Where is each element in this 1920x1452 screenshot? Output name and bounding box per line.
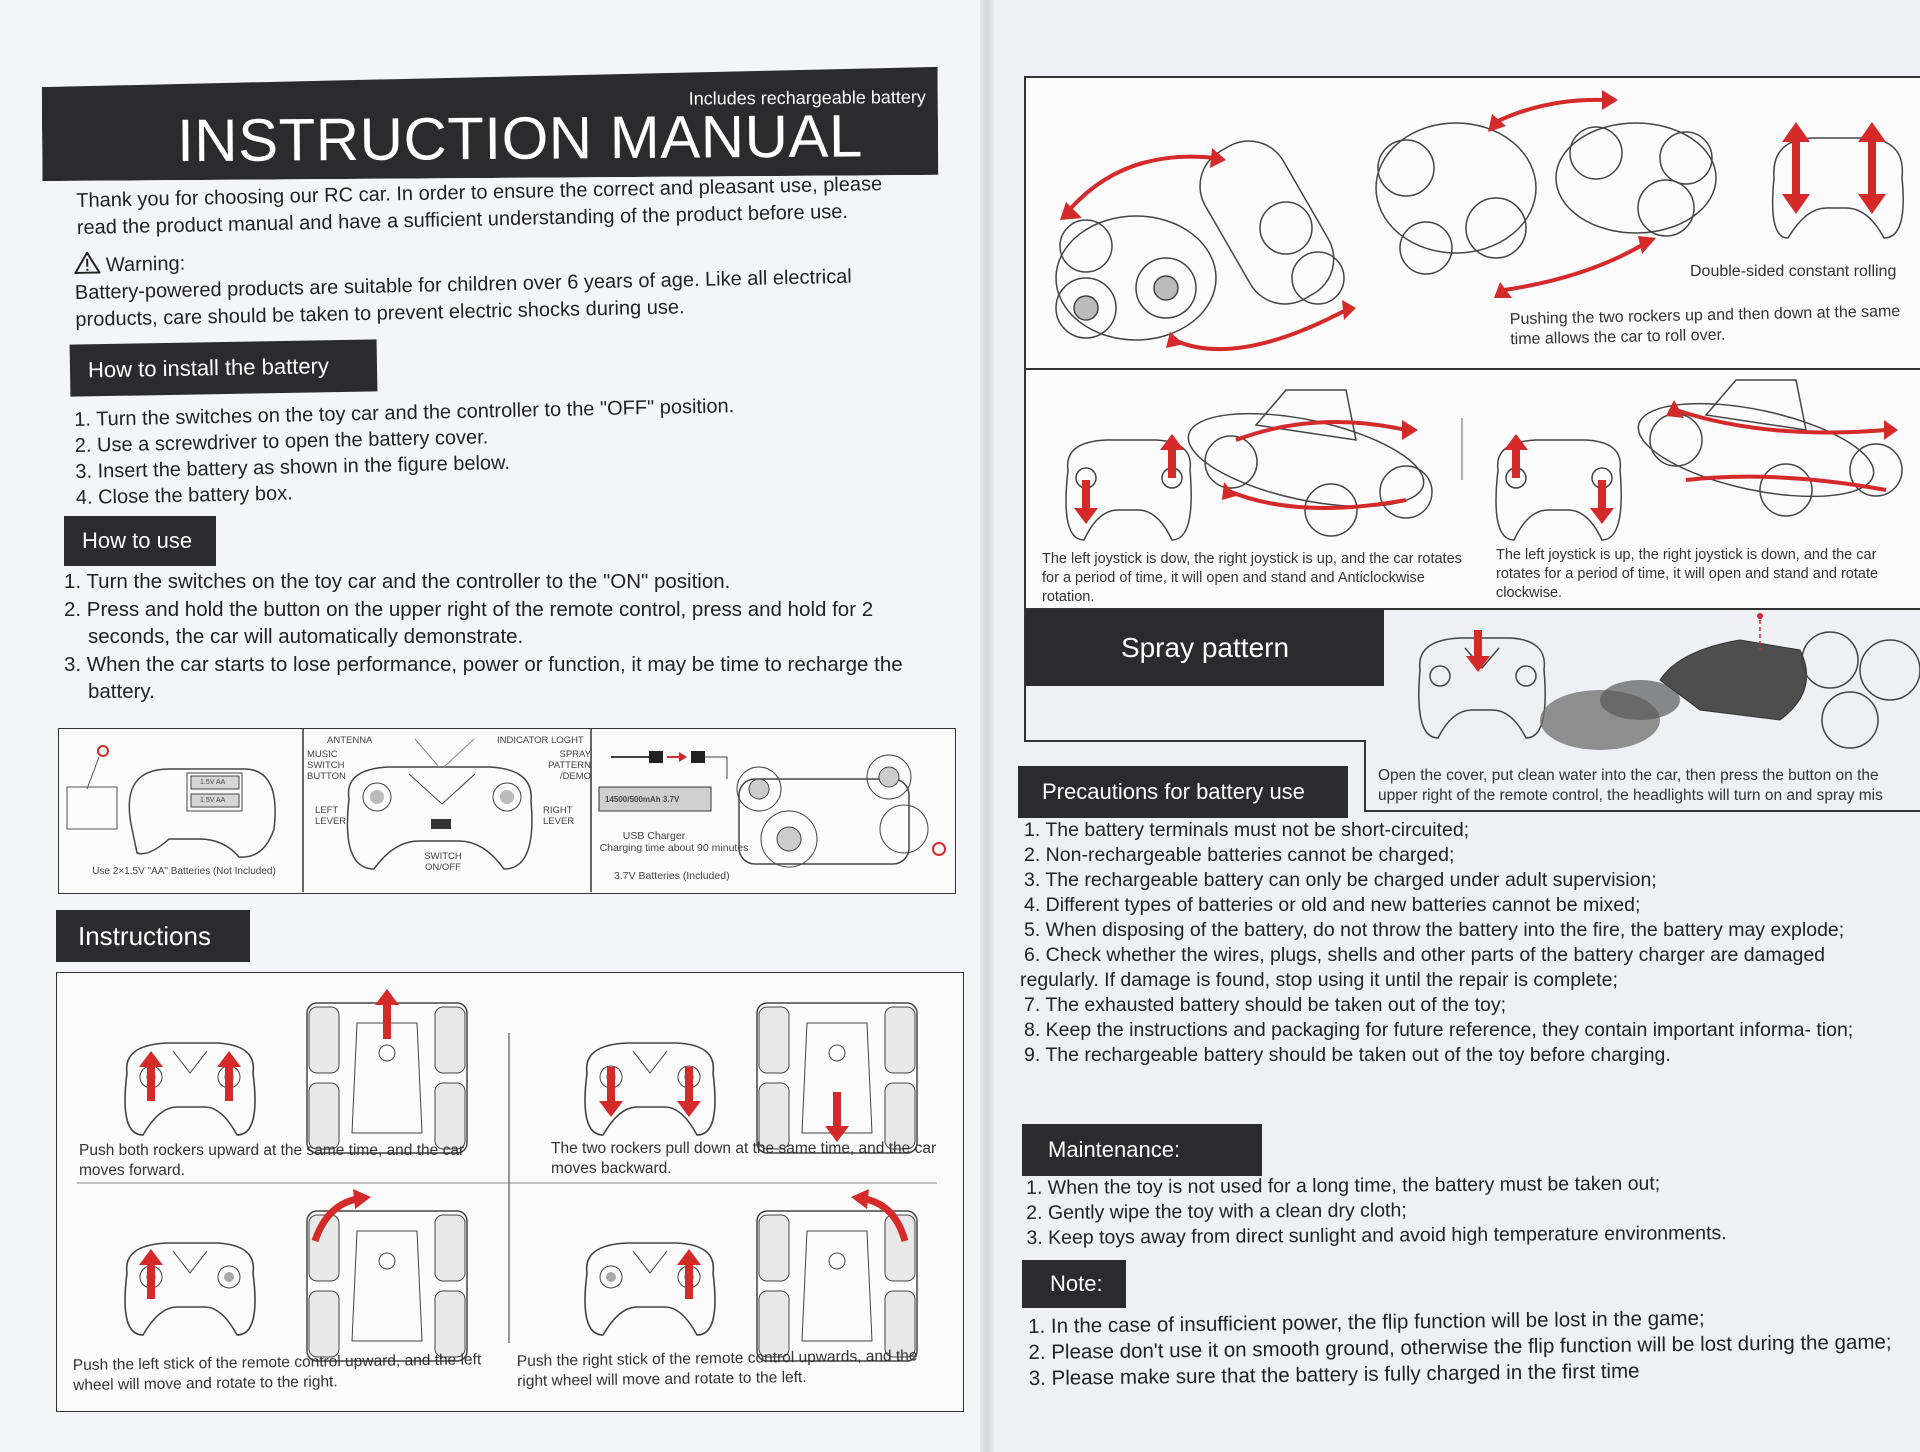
antenna-label: ANTENNA	[327, 735, 373, 746]
right-lever-label: RIGHT LEVER	[543, 805, 575, 827]
use-heading: How to use	[64, 516, 216, 566]
parts-diagram: Use 2×1.5V "AA" Batteries (Not Included)…	[58, 728, 956, 894]
anticlockwise-caption: The left joystick is dow, the right joys…	[1042, 551, 1462, 605]
rollover-panel: Double-sided constant rolling Pushing th…	[1024, 76, 1920, 370]
warning-icon	[74, 251, 101, 274]
spray-caption: Open the cover, put clean water into the…	[1378, 767, 1883, 804]
clockwise-caption: The left joystick is up, the right joyst…	[1496, 547, 1879, 601]
install-steps: 1. Turn the switches on the toy car and …	[74, 393, 796, 512]
right-turn-caption: Push the right stick of the remote contr…	[516, 1347, 918, 1391]
use-steps: 1. Turn the switches on the toy car and …	[64, 568, 944, 706]
batteries-included-label: 3.7V Batteries (Included)	[614, 870, 730, 882]
roll-over-caption: Pushing the two rockers up and then down…	[1509, 303, 1901, 349]
page-fold	[980, 0, 994, 1452]
double-sided-caption: Double-sided constant rolling	[1690, 263, 1897, 280]
battery-caption: Use 2×1.5V "AA" Batteries (Not Included)	[92, 866, 276, 877]
switch-label: SWITCH ON/OFF	[424, 851, 462, 873]
list-item: 9. The rechargeable battery should be ta…	[1024, 1044, 1671, 1066]
parts-diagram-art	[66, 729, 946, 892]
indicator-label: INDICATOR LOGHT	[497, 735, 584, 746]
left-turn-caption: Push the left stick of the remote contro…	[72, 1351, 482, 1395]
list-item: 6. Check whether the wires, plugs, shell…	[1020, 944, 1826, 991]
battery-label: 1.5V AA	[200, 797, 226, 804]
charge-time-label: Charging time about 90 minutes	[599, 842, 749, 854]
spray-divider	[1364, 740, 1366, 812]
left-lever-label: LEFT LEVER	[315, 805, 347, 827]
spray-pattern-label: SPRAY PATTERN /DEMO	[548, 749, 591, 782]
manual-title: INSTRUCTION MANUAL	[176, 102, 864, 175]
warning-block: Warning: Battery-powered products are su…	[74, 234, 916, 334]
install-heading: How to install the battery	[69, 339, 378, 397]
list-item: 4. Different types of batteries or old a…	[1024, 894, 1641, 916]
battery-pack-label: 14500/500mAh 3.7V	[605, 795, 680, 804]
list-item: 5. When disposing of the battery, do not…	[1024, 919, 1845, 941]
precautions-heading: Precautions for battery use	[1018, 766, 1348, 818]
list-item: 1. The battery terminals must not be sho…	[1024, 819, 1470, 841]
spray-art-wrap	[1380, 610, 1920, 760]
list-item: 1. Turn the switches on the toy car and …	[64, 570, 731, 593]
list-item: 2. Non-rechargeable batteries cannot be …	[1024, 844, 1455, 866]
rotation-art	[1065, 379, 1903, 541]
spray-art	[1418, 613, 1920, 750]
music-switch-label: MUSIC SWITCH BUTTON	[307, 749, 346, 782]
warning-label: Warning:	[105, 252, 186, 277]
spray-heading: Spray pattern	[1026, 610, 1384, 686]
note-heading: Note:	[1022, 1260, 1126, 1308]
backward-caption: The two rockers pull down at the same ti…	[551, 1140, 937, 1177]
instructions-heading: Instructions	[56, 910, 250, 962]
instructions-panel: Push both rockers upward at the same tim…	[56, 972, 964, 1412]
spray-frame	[1024, 610, 1364, 742]
rotation-panel: The left joystick is dow, the right joys…	[1024, 370, 1920, 610]
forward-caption: Push both rockers upward at the same tim…	[79, 1142, 465, 1179]
list-item: 3. When the car starts to lose performan…	[64, 653, 903, 703]
maintenance-heading: Maintenance:	[1022, 1124, 1262, 1176]
instructions-art	[77, 989, 937, 1362]
maintenance-list: 1. When the toy is not used for a long t…	[1026, 1170, 1907, 1251]
list-item: 8. Keep the instructions and packaging f…	[1024, 1019, 1854, 1041]
precautions-list: 1. The battery terminals must not be sho…	[1020, 818, 1900, 1068]
list-item: 3. The rechargeable battery can only be …	[1024, 869, 1657, 891]
charger-label: USB Charger	[622, 830, 686, 842]
note-list: 1. In the case of insufficient power, th…	[1028, 1303, 1920, 1392]
list-item: 2. Press and hold the button on the uppe…	[64, 598, 874, 648]
spray-underline	[1364, 810, 1920, 812]
battery-label: 1.5V AA	[200, 779, 226, 786]
list-item: 7. The exhausted battery should be taken…	[1024, 994, 1507, 1016]
rollover-art	[1055, 90, 1904, 352]
